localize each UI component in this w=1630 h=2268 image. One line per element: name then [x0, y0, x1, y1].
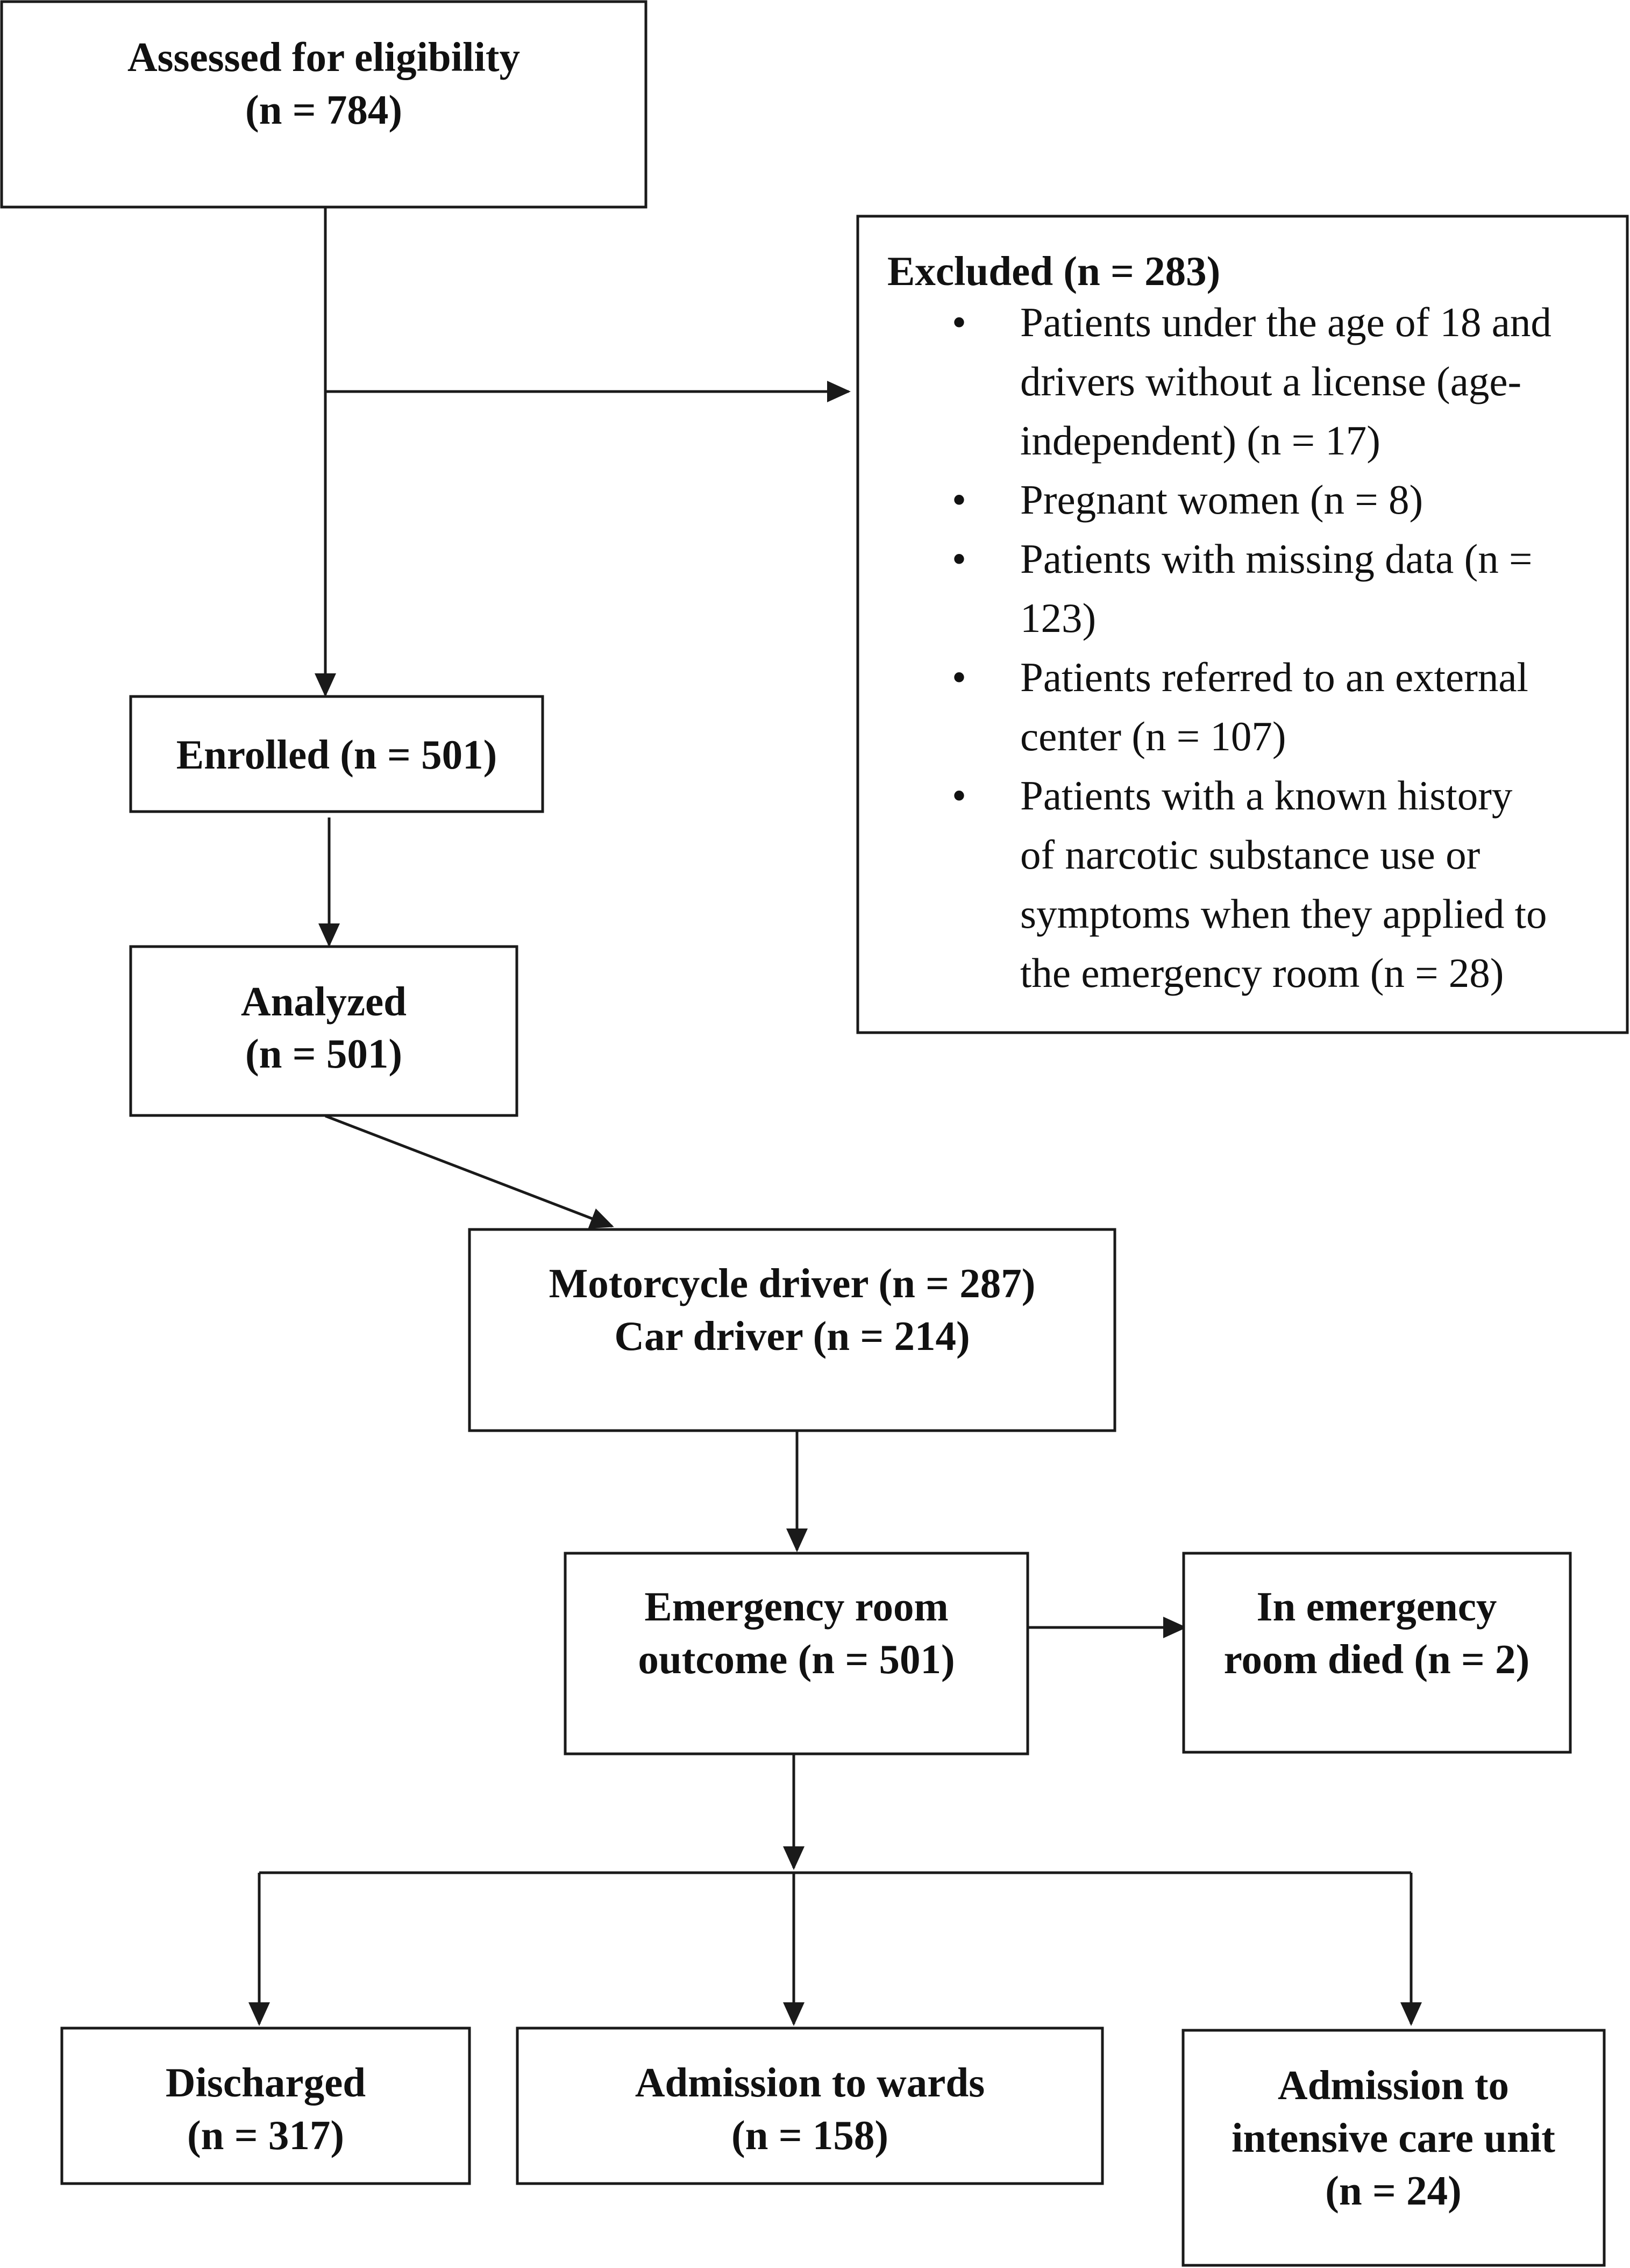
excluded-item-5-line-3: symptoms when they applied to [1020, 891, 1547, 937]
arrow-analyzed-to-drivers [325, 1114, 614, 1229]
er-outcome-line-2: outcome (n = 501) [638, 1636, 955, 1682]
wards-line-2: (n = 158) [731, 2112, 888, 2158]
analyzed-line-1: Analyzed [241, 978, 407, 1025]
icu-line-1: Admission to [1278, 2062, 1509, 2108]
box-er-died: In emergency room died (n = 2) [1182, 1552, 1572, 1754]
excluded-item-1-line-3: independent) (n = 17) [1020, 417, 1380, 464]
box-enrolled: Enrolled (n = 501) [129, 695, 544, 813]
analyzed-line-2: (n = 501) [245, 1030, 402, 1077]
excluded-item-1-line-1: Patients under the age of 18 and [1020, 299, 1551, 345]
discharged-line-2: (n = 317) [187, 2112, 344, 2158]
assessed-line-2: (n = 784) [245, 87, 402, 133]
icu-line-2: intensive care unit [1232, 2115, 1555, 2161]
excluded-title: Excluded (n = 283) [887, 248, 1220, 294]
excluded-item-3-line-2: 123) [1020, 595, 1096, 641]
discharged-line-1: Discharged [166, 2059, 366, 2106]
drivers-line-2: Car driver (n = 214) [614, 1313, 970, 1359]
box-excluded: Excluded (n = 283) • Patients under the … [856, 215, 1629, 1034]
excluded-item-1-line-2: drivers without a license (age- [1020, 358, 1521, 404]
excluded-bullet-5: • [952, 772, 966, 819]
box-analyzed: Analyzed (n = 501) [129, 945, 518, 1117]
excluded-item-5-line-4: the emergency room (n = 28) [1020, 950, 1504, 996]
box-discharged: Discharged (n = 317) [60, 2027, 471, 2185]
excluded-item-5-line-1: Patients with a known history [1020, 772, 1513, 819]
excluded-bullet-1: • [952, 299, 966, 345]
box-icu: Admission to intensive care unit (n = 24… [1181, 2029, 1606, 2267]
er-outcome-line-1: Emergency room [644, 1583, 948, 1630]
drivers-line-1: Motorcycle driver (n = 287) [549, 1260, 1036, 1306]
excluded-item-3-line-1: Patients with missing data (n = [1020, 536, 1532, 582]
box-wards: Admission to wards (n = 158) [516, 2027, 1104, 2185]
excluded-item-4-line-1: Patients referred to an external [1020, 654, 1528, 700]
excluded-item-2-line-1: Pregnant women (n = 8) [1020, 477, 1423, 523]
excluded-item-4-line-2: center (n = 107) [1020, 713, 1286, 759]
wards-line-1: Admission to wards [635, 2059, 985, 2106]
er-died-line-1: In emergency [1257, 1583, 1497, 1630]
er-died-line-2: room died (n = 2) [1224, 1636, 1530, 1682]
excluded-bullet-2: • [952, 477, 966, 523]
box-assessed: Assessed for eligibility (n = 784) [0, 0, 647, 209]
enrolled-line-1: Enrolled (n = 501) [176, 731, 497, 778]
icu-line-3: (n = 24) [1325, 2167, 1461, 2214]
excluded-bullet-3: • [952, 536, 966, 582]
connectors [248, 207, 1422, 2026]
excluded-bullet-4: • [952, 654, 966, 700]
excluded-item-5-line-2: of narcotic substance use or [1020, 831, 1480, 878]
assessed-line-1: Assessed for eligibility [127, 34, 520, 80]
box-drivers: Motorcycle driver (n = 287) Car driver (… [468, 1228, 1116, 1432]
box-er-outcome: Emergency room outcome (n = 501) [564, 1552, 1029, 1755]
